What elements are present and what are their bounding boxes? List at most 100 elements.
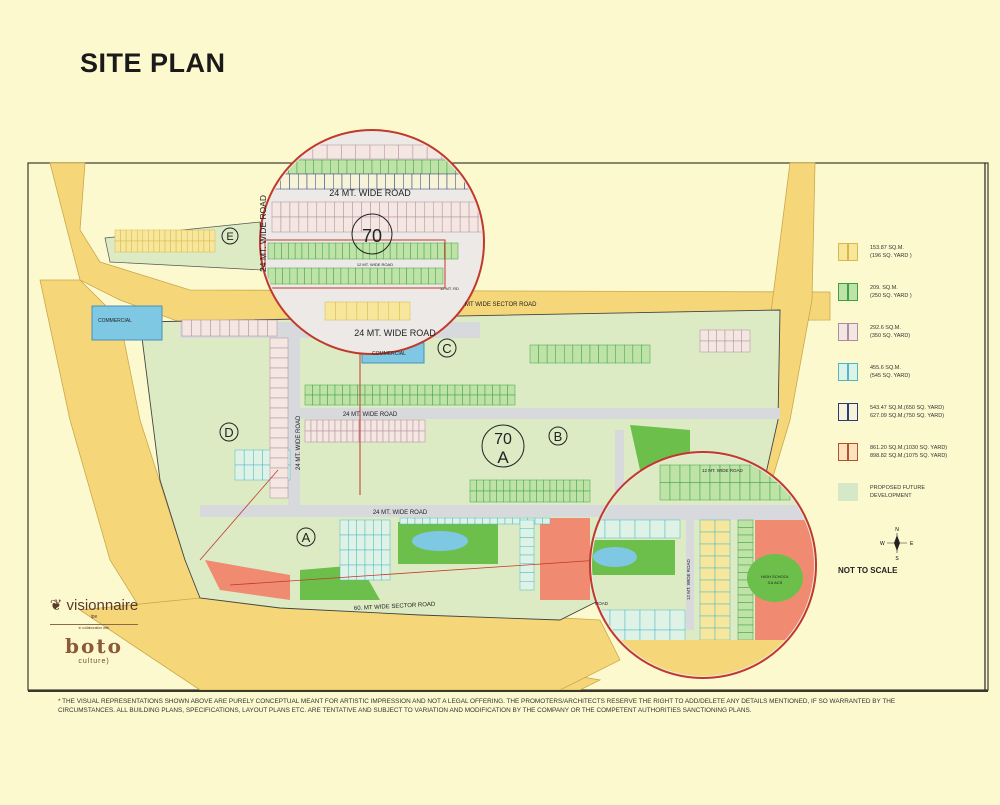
plot xyxy=(338,159,348,175)
plot xyxy=(492,384,501,396)
plot xyxy=(364,549,374,566)
plot xyxy=(364,564,374,581)
plot xyxy=(238,319,249,337)
plot xyxy=(257,319,268,337)
sector-70-zoom: 70 xyxy=(362,226,382,246)
plot xyxy=(334,201,344,218)
plot xyxy=(316,419,324,432)
plot xyxy=(699,591,716,605)
plot xyxy=(394,419,402,432)
zoom-pond xyxy=(593,547,637,567)
plot xyxy=(496,490,504,503)
plot xyxy=(583,490,591,503)
plot xyxy=(271,216,282,233)
plot xyxy=(340,430,348,443)
plot xyxy=(432,394,441,406)
compass-icon: N S E W xyxy=(880,527,914,562)
plot xyxy=(274,242,282,260)
plot xyxy=(355,267,364,285)
plot xyxy=(529,490,537,503)
plot xyxy=(269,387,289,399)
plot xyxy=(280,201,291,218)
plot xyxy=(410,242,418,260)
plot xyxy=(433,201,443,218)
plot xyxy=(315,242,323,260)
road-label: 24 MT. WIDE ROAD xyxy=(373,510,428,516)
plot xyxy=(373,519,382,536)
plot xyxy=(699,329,709,342)
plot xyxy=(339,519,349,536)
plot xyxy=(709,482,721,501)
plot xyxy=(654,609,671,631)
plot xyxy=(438,159,448,175)
plot xyxy=(489,517,498,525)
plot xyxy=(170,229,177,242)
plot xyxy=(200,319,211,337)
legend-text: 898.82 SQ.M.(1075 SQ. YARD) xyxy=(870,453,948,459)
plot xyxy=(441,216,452,233)
plot xyxy=(737,617,754,626)
plot xyxy=(380,159,389,175)
plot xyxy=(342,384,351,396)
road-label: 12 MT. WIDE ROAD xyxy=(702,468,744,473)
plot xyxy=(318,267,327,285)
plot xyxy=(315,173,325,190)
plot xyxy=(699,615,716,629)
plot xyxy=(269,427,289,439)
plot xyxy=(306,173,316,190)
plot xyxy=(450,242,459,260)
road-label: 24 MT. WIDE ROAD xyxy=(258,195,268,272)
magnifier-connector xyxy=(229,559,601,586)
plot xyxy=(381,549,391,566)
plot xyxy=(340,267,349,285)
plot xyxy=(296,267,305,285)
plot xyxy=(371,159,381,175)
compass-e: E xyxy=(910,541,914,547)
plot xyxy=(714,579,731,593)
boto-logo: boto xyxy=(65,634,123,658)
plot xyxy=(737,594,754,603)
plot xyxy=(484,384,493,396)
plot xyxy=(367,301,379,321)
plot xyxy=(399,517,408,525)
plot xyxy=(269,457,289,469)
plot xyxy=(334,430,342,443)
plot xyxy=(328,419,336,432)
disclaimer: * THE VISUAL REPRESENTATIONS SHOWN ABOVE… xyxy=(58,698,896,714)
plot xyxy=(198,229,205,242)
plot xyxy=(310,419,318,432)
plot xyxy=(733,340,742,353)
plot xyxy=(269,357,289,369)
plot xyxy=(349,394,358,406)
plot xyxy=(429,517,438,525)
plot xyxy=(699,519,716,533)
plot xyxy=(397,216,407,233)
plot xyxy=(269,417,289,429)
plot xyxy=(477,394,486,406)
road-label: ROAD xyxy=(595,601,609,606)
plot xyxy=(388,301,400,321)
plot xyxy=(406,201,416,218)
legend-swatch xyxy=(838,363,858,381)
plot xyxy=(699,482,711,501)
road-label: 24 MT. WIDE ROAD xyxy=(354,328,436,338)
plot xyxy=(572,344,582,364)
plot xyxy=(733,329,742,342)
plot xyxy=(523,479,531,492)
legend-text: 861.20 SQ.M.(1030 SQ. YARD) xyxy=(870,445,948,451)
plot xyxy=(759,482,771,501)
plot xyxy=(469,490,477,503)
plot xyxy=(455,144,471,160)
sector-70-number: 70 xyxy=(494,431,512,448)
legend-swatch xyxy=(838,323,858,341)
plot xyxy=(581,344,591,364)
sector-c: C xyxy=(442,341,451,356)
school-area-label: 3.6 ACS xyxy=(768,580,783,585)
sector-70-letter: A xyxy=(497,448,509,467)
plot xyxy=(388,159,398,175)
plot xyxy=(699,579,716,593)
plot xyxy=(373,564,382,581)
plot xyxy=(373,549,382,566)
highlight-outline xyxy=(264,239,446,289)
plot xyxy=(373,534,382,551)
